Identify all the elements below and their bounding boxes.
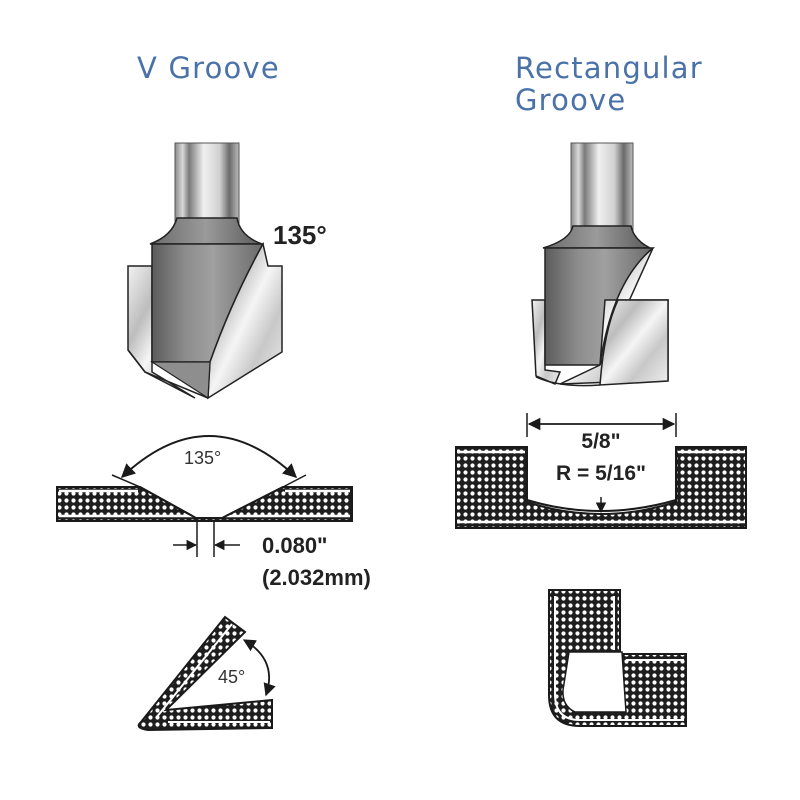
fold-angle-label: 45° bbox=[218, 667, 245, 687]
rectangular-groove-board bbox=[455, 446, 747, 529]
rectangular-groove-title-line1: Rectangular bbox=[515, 51, 703, 85]
v-groove-router-bit bbox=[127, 142, 283, 400]
tip-width-metric-label: (2.032mm) bbox=[262, 565, 371, 590]
v-groove-title: V Groove bbox=[137, 51, 280, 85]
groove-radius-label: R = 5/16" bbox=[556, 462, 646, 485]
v-groove-angle-arc bbox=[120, 435, 298, 478]
v-bit-angle-label: 135° bbox=[273, 220, 327, 250]
v-groove-folded-board bbox=[137, 615, 273, 732]
rectangular-groove-title: Rectangular Groove bbox=[515, 52, 775, 116]
groove-width-label: 5/8" bbox=[581, 430, 620, 453]
rectangular-groove-folded-board bbox=[548, 589, 687, 727]
v-groove-angle-label: 135° bbox=[184, 448, 221, 468]
fold-angle-arc bbox=[242, 639, 276, 697]
tip-width-label: 0.080" bbox=[262, 533, 327, 558]
rectangular-groove-title-line2: Groove bbox=[515, 83, 627, 117]
v-groove-board bbox=[56, 486, 353, 522]
rectangular-groove-router-bit bbox=[531, 142, 669, 387]
